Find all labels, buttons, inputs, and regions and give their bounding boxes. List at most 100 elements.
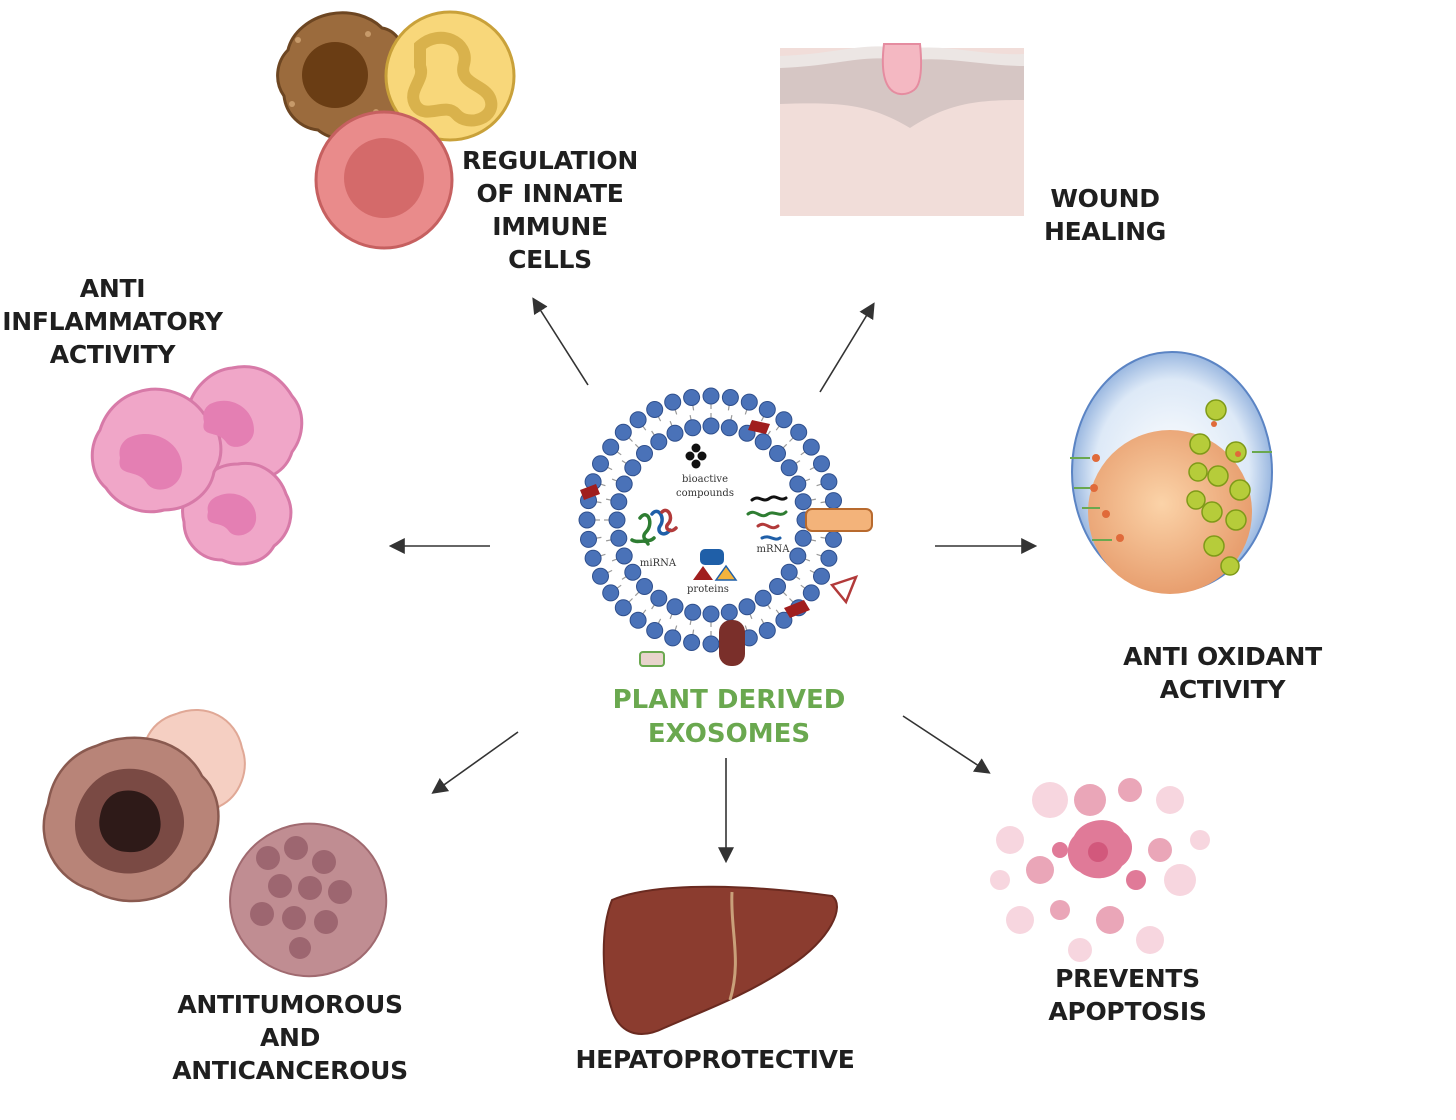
lipid-head <box>614 599 632 617</box>
lipid-head <box>636 445 653 462</box>
arrow-to-antitumorous <box>431 731 519 794</box>
label-line: WOUND <box>1050 184 1160 213</box>
lipid-head <box>720 603 738 621</box>
lipid-head <box>775 411 793 429</box>
lipid-head <box>780 563 798 581</box>
lipid-head <box>614 423 632 441</box>
lipid-head <box>754 433 772 451</box>
exosome-icon: bioactive compounds miRNA mRNA proteins <box>578 387 873 667</box>
label-line: APOPTOSIS <box>1048 997 1207 1026</box>
lipid-head <box>624 563 642 581</box>
lipid-head <box>610 493 628 511</box>
center-title-line1: PLANT DERIVED <box>613 685 846 715</box>
lipid-head <box>794 529 812 547</box>
lipid-head <box>721 389 739 406</box>
membrane-triangle <box>829 574 859 605</box>
label-antitumorous: ANTITUMOROUS AND ANTICANCEROUS <box>150 988 430 1087</box>
lipid-head <box>683 389 701 406</box>
lipid-head <box>702 605 720 623</box>
label-line: ANTITUMOROUS <box>177 990 403 1019</box>
mirna-label: miRNA <box>640 558 677 569</box>
bioactive-label-2: compounds <box>676 488 734 499</box>
lipid-head <box>740 393 758 411</box>
membrane-protein-dark <box>719 620 745 666</box>
label-line: ACTIVITY <box>49 340 176 369</box>
lipid-head <box>738 598 756 616</box>
lipid-head <box>775 611 793 629</box>
arrow-to-regulation <box>532 297 589 386</box>
lipid-head <box>789 475 807 493</box>
lipid-head <box>794 493 812 511</box>
lipid-head <box>615 475 633 493</box>
label-line: CELLS <box>508 245 592 274</box>
label-line: REGULATION <box>461 146 639 175</box>
tumor-cells-icon <box>42 709 388 978</box>
lipid-head <box>636 578 653 595</box>
label-line: HEPATOPROTECTIVE <box>575 1045 855 1074</box>
label-line: ANTICANCEROUS <box>172 1056 408 1085</box>
label-line: AND <box>259 1023 321 1052</box>
lipid-head <box>664 629 682 647</box>
label-prevents-apoptosis: PREVENTS APOPTOSIS <box>1020 962 1235 1028</box>
liver-icon <box>602 885 838 1035</box>
lipid-head <box>702 417 720 435</box>
lipid-head <box>825 492 842 510</box>
lipid-head <box>769 445 786 462</box>
label-regulation-innate-immune: REGULATION OF INNATE IMMUNE CELLS <box>445 144 655 276</box>
proteins-label: proteins <box>687 584 729 595</box>
label-line: IMMUNE <box>492 212 608 241</box>
membrane-tag <box>639 651 665 667</box>
lipid-head <box>602 584 620 602</box>
lipid-head <box>650 433 668 451</box>
lipid-head <box>615 547 633 565</box>
macrophage-nuclei <box>119 400 257 536</box>
lipid-head <box>789 547 807 565</box>
immune-cells-icon <box>276 10 516 250</box>
lipid-head <box>646 401 664 418</box>
lipid-head <box>578 511 596 529</box>
bioactive-compounds-icon <box>685 443 707 469</box>
lipid-head <box>825 530 842 548</box>
label-line: ANTI <box>79 274 146 303</box>
arrow-to-wound-healing <box>819 302 875 393</box>
lipid-head <box>802 584 820 602</box>
label-anti-inflammatory: ANTI INFLAMMATORY ACTIVITY <box>0 272 225 371</box>
lipid-head <box>646 622 664 639</box>
lipid-head <box>624 459 642 477</box>
label-hepatoprotective: HEPATOPROTECTIVE <box>545 1043 885 1076</box>
lipid-head <box>684 419 702 437</box>
label-line: ACTIVITY <box>1159 675 1286 704</box>
lipid-head <box>584 549 602 567</box>
proteins-icon <box>693 549 738 581</box>
lipid-head <box>666 598 684 616</box>
lipid-head <box>813 455 830 473</box>
antioxidant-cell-icon <box>1070 351 1273 594</box>
membrane-red-1 <box>748 420 770 434</box>
lipid-head <box>592 567 609 585</box>
lipid-head <box>664 393 682 411</box>
lipid-head <box>702 387 720 405</box>
membrane-red-3 <box>784 600 810 618</box>
label-line: INFLAMMATORY <box>2 307 223 336</box>
lipid-head <box>592 455 609 473</box>
arrow-to-apoptosis <box>902 715 991 774</box>
membrane-channel <box>805 508 873 532</box>
lipid-head <box>754 589 772 607</box>
lipid-head <box>758 622 776 639</box>
center-title-line2: EXOSOMES <box>648 719 810 749</box>
lipid-head <box>602 438 620 456</box>
lipid-head <box>802 438 820 456</box>
lipid-head <box>702 635 720 653</box>
lipid-head <box>683 634 701 651</box>
skin-wound-icon <box>780 43 1024 216</box>
lipid-head <box>813 567 830 585</box>
mrna-icon <box>746 495 788 541</box>
lipid-head <box>769 578 786 595</box>
apoptotic-cells-icon <box>990 778 1210 962</box>
lipid-head <box>629 411 647 429</box>
lipid-head <box>684 603 702 621</box>
arrows <box>388 297 1038 864</box>
bioactive-label-1: bioactive <box>682 474 728 485</box>
label-line: HEALING <box>1044 217 1166 246</box>
